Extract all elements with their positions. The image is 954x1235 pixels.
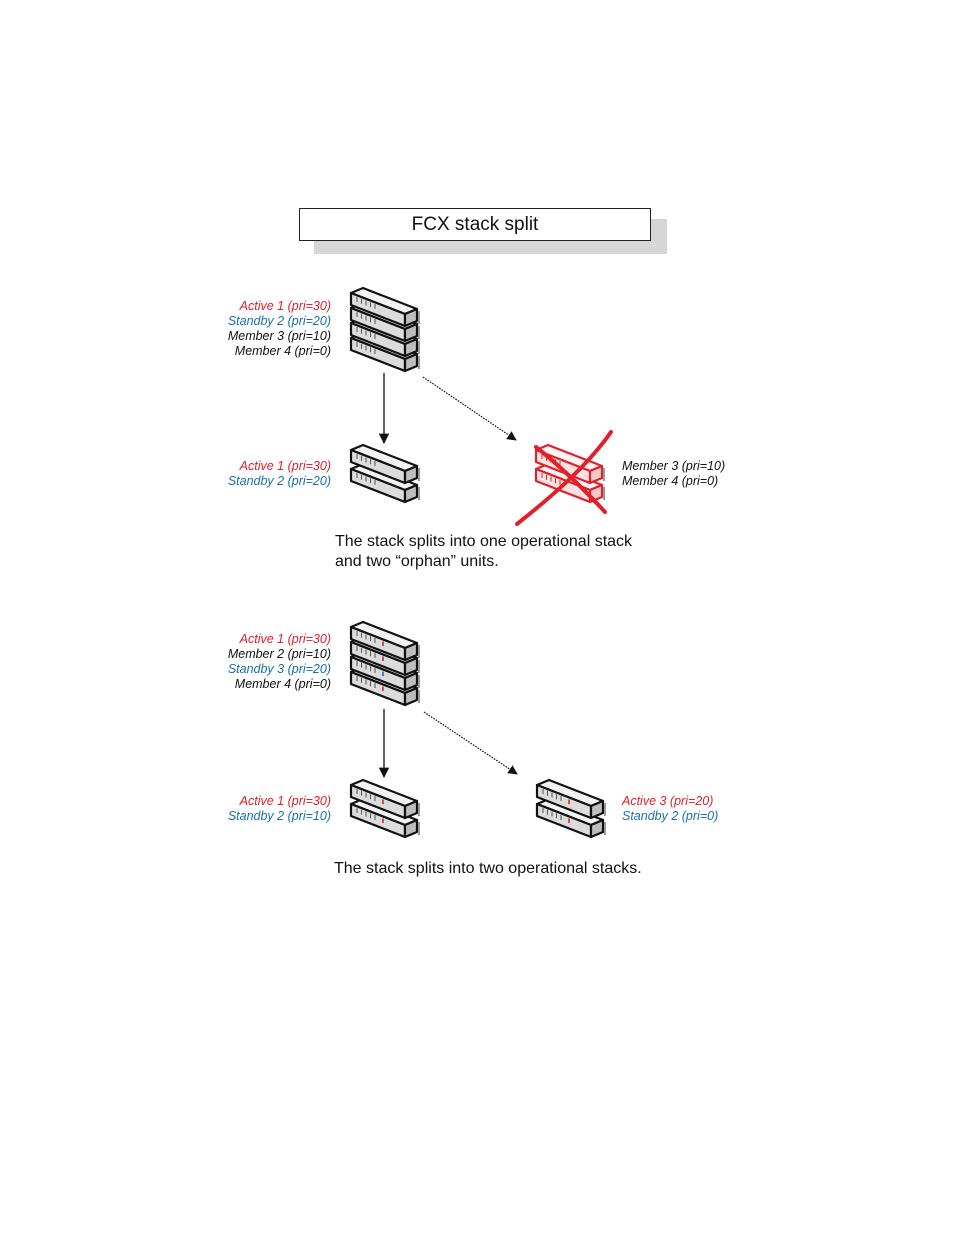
s2-right-label-active: Active 3 (pri=20) <box>622 794 714 808</box>
s1-left-switch-unit-1-icon <box>349 443 420 485</box>
s1-left-label-standby: Standby 2 (pri=20) <box>227 474 331 488</box>
s1-right-result-labels: Member 3 (pri=10) Member 4 (pri=0) <box>622 459 725 489</box>
s2-label-standby: Standby 3 (pri=20) <box>227 662 331 676</box>
s2-right-result-labels: Active 3 (pri=20) Standby 2 (pri=0) <box>622 794 718 824</box>
s1-right-label-member3: Member 3 (pri=10) <box>622 459 726 473</box>
s1-label-active: Active 1 (pri=30) <box>239 299 331 313</box>
s1-right-label-member4: Member 4 (pri=0) <box>622 474 719 488</box>
s1-label-standby: Standby 2 (pri=20) <box>227 314 331 328</box>
s2-label-active: Active 1 (pri=30) <box>239 632 331 646</box>
s2-right-label-standby: Standby 2 (pri=0) <box>622 809 719 823</box>
s2-left-label-standby: Standby 2 (pri=10) <box>227 809 331 823</box>
s1-label-member4: Member 4 (pri=0) <box>234 344 331 358</box>
failure-cross-icon <box>515 430 613 526</box>
s2-left-switch-unit-2-icon <box>349 797 420 839</box>
s2-stack-labels: Active 1 (pri=30) Member 2 (pri=10) Stan… <box>228 632 331 692</box>
arrow-diagonal-2 <box>423 711 518 775</box>
s2-left-label-active: Active 1 (pri=30) <box>239 794 331 808</box>
s2-left-switch-unit-1-icon <box>349 778 420 820</box>
s1-original-switch-unit-1-icon <box>349 286 420 328</box>
s2-original-switch-unit-1-icon <box>349 620 420 662</box>
s2-label-member4: Member 4 (pri=0) <box>234 677 331 691</box>
s2-caption: The stack splits into two operational st… <box>334 860 642 877</box>
s1-left-switch-unit-2-icon <box>349 462 420 504</box>
s1-caption: The stack splits into one operational st… <box>335 532 632 572</box>
s2-right-switch-unit-1-icon <box>535 778 606 820</box>
s2-right-switch-unit-2-icon <box>535 797 606 839</box>
s1-caption-line2: and two “orphan” units. <box>335 553 499 570</box>
s2-left-result-labels: Active 1 (pri=30) Standby 2 (pri=10) <box>228 794 331 824</box>
s1-label-member3: Member 3 (pri=10) <box>227 329 331 343</box>
s2-label-member2: Member 2 (pri=10) <box>227 647 331 661</box>
s1-caption-line1: The stack splits into one operational st… <box>335 533 633 550</box>
s1-left-result-labels: Active 1 (pri=30) Standby 2 (pri=20) <box>228 459 331 489</box>
arrow-diagonal-1 <box>422 376 517 441</box>
s1-stack-labels: Active 1 (pri=30) Standby 2 (pri=20) Mem… <box>228 299 331 359</box>
diagram-title: FCX stack split <box>299 208 651 241</box>
s1-left-label-active: Active 1 (pri=30) <box>239 459 331 473</box>
